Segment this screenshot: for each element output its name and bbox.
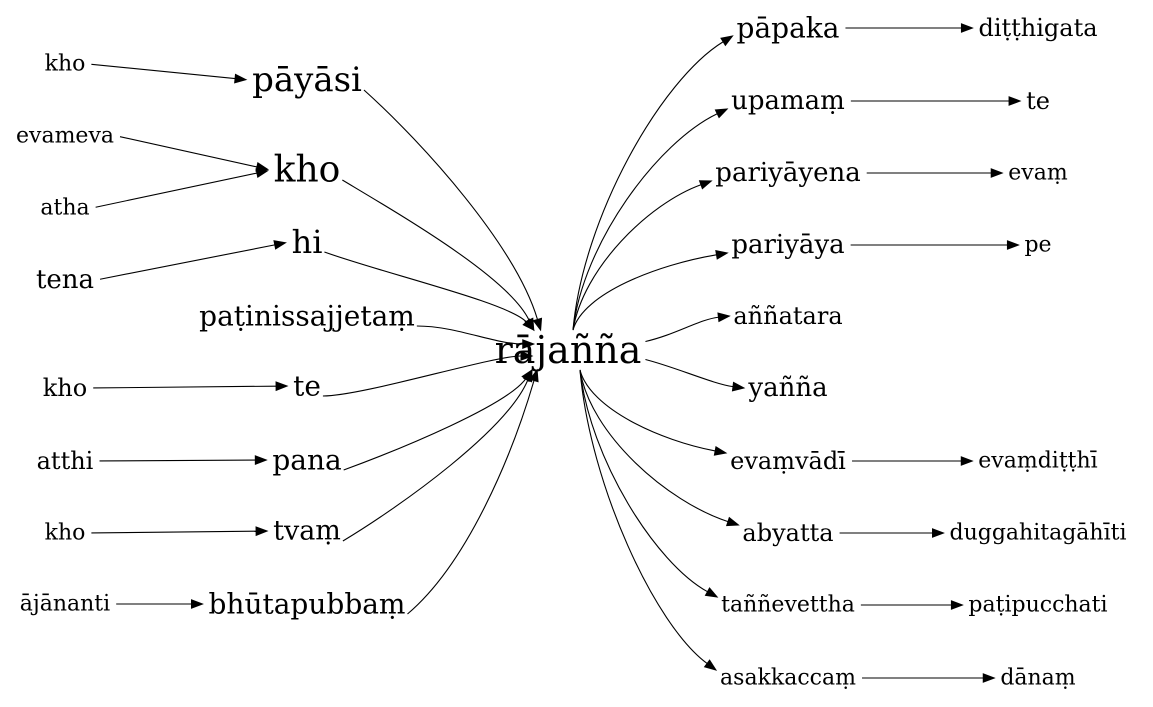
edge-abyatta-to-duggahitagahiti-arrowhead: [932, 528, 945, 538]
edge-tvam-to-center: [342, 379, 529, 542]
edge-center-to-yanna: [645, 358, 734, 388]
edge-upamam-to-te-right-arrowhead: [1008, 96, 1022, 106]
edge-kho1-to-payasi: [91, 63, 236, 80]
node-evam: evaṃ: [1008, 161, 1068, 186]
node-hi: hi: [292, 223, 323, 261]
edge-pariyaya-to-pe-arrowhead: [1006, 240, 1020, 250]
edge-papaka-to-ditthigata-arrowhead: [960, 23, 974, 33]
node-pariyaya: pariyāya: [731, 230, 844, 260]
edge-center-to-asakkaccam: [579, 369, 708, 664]
edge-center-to-yanna-arrowhead: [731, 381, 746, 392]
edge-tannevettha-to-patipucchati-arrowhead: [950, 600, 964, 610]
node-atha: atha: [40, 196, 89, 221]
node-evamvadi: evaṃvādī: [730, 447, 846, 475]
edge-center-to-evamvadi: [579, 369, 716, 452]
node-evamditthi: evaṃdiṭṭhī: [978, 449, 1097, 474]
node-evameva: evameva: [16, 124, 114, 149]
edge-evameva-to-kho-big: [119, 136, 258, 168]
edge-center-to-abyatta: [579, 369, 729, 523]
edge-center-to-papaka: [572, 41, 724, 331]
node-ditthigata: diṭṭhigata: [978, 14, 1097, 42]
edge-asakkaccam-to-danam-arrowhead: [982, 673, 996, 683]
edge-atha-to-kho-big: [95, 172, 258, 208]
edge-center-to-upamam: [572, 113, 718, 331]
edge-evamvadi-to-evamditthi-arrowhead: [960, 456, 974, 466]
edge-center-to-pariyayena-arrowhead: [698, 180, 713, 190]
edge-ajananti-to-bhutapubbam-arrowhead: [191, 599, 204, 609]
graph-edges: [91, 23, 1022, 683]
edge-kho2-to-te-left-arrowhead: [275, 381, 289, 392]
node-kho2: kho: [43, 374, 87, 402]
edge-atthi-to-pana: [99, 459, 256, 462]
node-duggahitagahiti: duggahitagāhīti: [950, 521, 1127, 546]
edge-hi-to-center: [324, 251, 527, 323]
node-kho1: kho: [45, 52, 86, 77]
edge-kho1-to-payasi-arrowhead: [234, 73, 248, 84]
edge-center-to-tannevettha: [579, 369, 708, 593]
edge-kho2-to-te-left: [93, 385, 277, 389]
node-yanna: yañña: [747, 373, 827, 403]
node-pe: pe: [1024, 233, 1051, 258]
edge-pana-to-center: [343, 378, 527, 471]
edge-payasi-to-center: [363, 89, 539, 320]
edge-center-to-annatara-arrowhead: [717, 312, 731, 323]
edge-tena-to-hi: [99, 244, 275, 280]
edge-tena-to-hi-arrowhead: [273, 240, 287, 250]
edge-kho3-to-tvam: [91, 530, 257, 534]
edge-center-to-asakkaccam-arrowhead: [703, 659, 718, 671]
node-bhutapubbam: bhūtapubbaṃ: [209, 588, 406, 621]
edge-center-to-pariyayena: [572, 184, 702, 331]
node-payasi: pāyāsi: [252, 60, 362, 100]
edge-center-to-tannevettha-arrowhead: [704, 587, 719, 598]
edge-kho-big-to-center: [342, 179, 530, 321]
node-center: rājañña: [495, 328, 642, 372]
node-patipucchati: paṭipucchati: [968, 593, 1107, 618]
node-te-left: te: [293, 370, 321, 403]
node-papaka: pāpaka: [737, 12, 840, 45]
node-tena: tena: [36, 265, 94, 295]
edge-center-to-upamam-arrowhead: [714, 108, 729, 119]
node-pana: pana: [272, 444, 341, 477]
edge-bhutapubbam-to-center: [407, 380, 535, 615]
node-kho3: kho: [45, 521, 86, 546]
node-abyatta: abyatta: [742, 519, 833, 547]
edge-pariyayena-to-evam-arrowhead: [990, 168, 1004, 178]
edge-center-to-annatara: [645, 316, 719, 343]
node-asakkaccam: asakkaccaṃ: [720, 666, 856, 691]
edge-bhutapubbam-to-center-arrowhead: [529, 368, 539, 383]
node-upamam: upamaṃ: [731, 86, 845, 116]
edge-te-left-to-center: [322, 355, 522, 397]
node-pariyayena: pariyāyena: [715, 158, 860, 188]
edge-atthi-to-pana-arrowhead: [254, 455, 268, 466]
edge-kho3-to-tvam-arrowhead: [255, 526, 269, 537]
edge-center-to-pariyaya: [572, 254, 717, 331]
edge-center-to-pariyaya-arrowhead: [715, 250, 729, 260]
edge-center-to-papaka-arrowhead: [720, 35, 734, 47]
edge-center-to-abyatta-arrowhead: [725, 516, 740, 527]
edge-patinissajjetam-to-center: [416, 325, 523, 345]
node-kho-big: kho: [274, 150, 341, 191]
node-tannevettha: taññevettha: [721, 593, 855, 618]
node-patinissajjetam: paṭinissajjetaṃ: [199, 300, 415, 333]
node-tvam: tvaṃ: [273, 516, 341, 547]
node-ajananti: ājānanti: [20, 592, 110, 617]
edge-atha-to-kho-big-arrowhead: [255, 168, 270, 178]
node-danam: dānaṃ: [1000, 666, 1075, 691]
graph-nodes: rājañña pāyāsi kho hi paṭinissajjetaṃ te pana t…: [16, 12, 1126, 691]
edge-center-to-evamvadi-arrowhead: [713, 446, 728, 456]
node-atthi: atthi: [37, 447, 94, 475]
node-annatara: aññatara: [733, 302, 842, 330]
node-te-right: te: [1026, 87, 1050, 115]
